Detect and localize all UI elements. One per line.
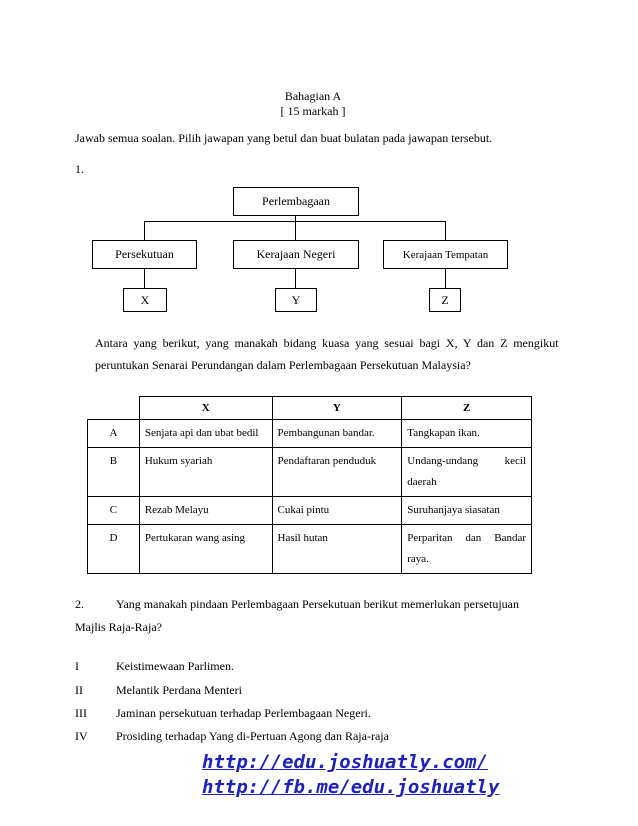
facebook-link[interactable]: http://fb.me/edu.joshuatly	[202, 776, 500, 798]
table-header-cell	[88, 397, 140, 420]
table-header-cell: Z	[401, 396, 532, 420]
answer-options-table: X Y Z A Senjata api dan ubat bedil Pemba…	[87, 396, 532, 574]
diagram-leaf-label: X	[140, 292, 150, 307]
connector	[144, 221, 145, 240]
table-cell: Perparitan dan Bandar raya.	[401, 524, 532, 574]
table-row: A Senjata api dan ubat bedil Pembangunan…	[87, 419, 532, 448]
statement-text: Melantik Perdana Menteri	[116, 683, 242, 697]
statement-numeral: I	[75, 659, 79, 673]
option-letter[interactable]: B	[87, 447, 140, 497]
diagram-leaf-label: Z	[441, 292, 449, 307]
table-cell: Tangkapan ikan.	[401, 419, 532, 448]
diagram-branch-label: Kerajaan Tempatan	[402, 248, 489, 261]
table-header-cell: Y	[271, 396, 403, 420]
question-2-text-line1: Yang manakah pindaan Perlembagaan Persek…	[116, 597, 519, 611]
diagram-branch-label: Persekutuan	[115, 247, 174, 261]
section-title: Bahagian A	[284, 89, 342, 103]
question-2-text-line2: Majlis Raja-Raja?	[75, 620, 162, 634]
statement-text: Prosiding terhadap Yang di-Pertuan Agong…	[116, 729, 389, 743]
option-letter[interactable]: A	[87, 419, 140, 448]
table-row: C Rezab Melayu Cukai pintu Suruhanjaya s…	[87, 496, 532, 525]
section-marks: [ 15 markah ]	[280, 104, 346, 118]
connector	[144, 269, 145, 288]
diagram-leaf-box: Z	[429, 288, 461, 312]
table-cell: Suruhanjaya siasatan	[401, 496, 532, 525]
website-link[interactable]: http://edu.joshuatly.com/	[202, 751, 488, 773]
question-1-text-line2: peruntukan Senarai Perundangan dalam Per…	[95, 358, 471, 372]
question-2-number: 2.	[75, 597, 84, 611]
table-cell: Senjata api dan ubat bedil	[138, 419, 273, 448]
option-letter[interactable]: C	[87, 496, 140, 525]
table-cell: Undang-undang kecil daerah	[401, 447, 532, 497]
connector	[445, 221, 446, 240]
table-cell: Pertukaran wang asing	[138, 524, 273, 574]
statement-numeral: III	[75, 706, 87, 720]
table-row: B Hukum syariah Pendaftaran penduduk Und…	[87, 447, 532, 497]
statement-text: Keistimewaan Parlimen.	[116, 659, 234, 673]
connector	[445, 269, 446, 288]
diagram-leaf-box: X	[123, 288, 167, 312]
connector	[295, 216, 296, 222]
table-cell: Pembangunan bandar.	[271, 419, 403, 448]
statement-numeral: II	[75, 683, 83, 697]
statement-numeral: IV	[75, 729, 88, 743]
diagram-branch-box: Kerajaan Negeri	[233, 240, 359, 269]
table-cell: Rezab Melayu	[138, 496, 273, 525]
question-1-number: 1.	[75, 162, 84, 176]
table-header-cell: X	[138, 396, 273, 420]
diagram-root-box: Perlembagaan	[233, 187, 359, 216]
instruction-text: Jawab semua soalan. Pilih jawapan yang b…	[75, 131, 493, 145]
diagram-branch-label: Kerajaan Negeri	[256, 247, 336, 261]
table-cell: Hasil hutan	[271, 524, 403, 574]
diagram-root-label: Perlembagaan	[262, 194, 330, 208]
table-header-row: X Y Z	[88, 396, 532, 420]
connector	[295, 221, 296, 240]
table-row: D Pertukaran wang asing Hasil hutan Perp…	[87, 524, 532, 574]
diagram-leaf-box: Y	[275, 288, 317, 312]
statement-text: Jaminan persekutuan terhadap Perlembagaa…	[116, 706, 371, 720]
table-cell: Hukum syariah	[138, 447, 273, 497]
connector	[295, 269, 296, 288]
diagram-leaf-label: Y	[291, 292, 301, 307]
question-1-text-line1: Antara yang berikut, yang manakah bidang…	[95, 336, 559, 350]
diagram-branch-box: Persekutuan	[92, 240, 197, 269]
table-cell: Cukai pintu	[271, 496, 403, 525]
table-cell: Pendaftaran penduduk	[271, 447, 403, 497]
diagram-branch-box: Kerajaan Tempatan	[383, 240, 508, 269]
option-letter[interactable]: D	[87, 524, 140, 574]
